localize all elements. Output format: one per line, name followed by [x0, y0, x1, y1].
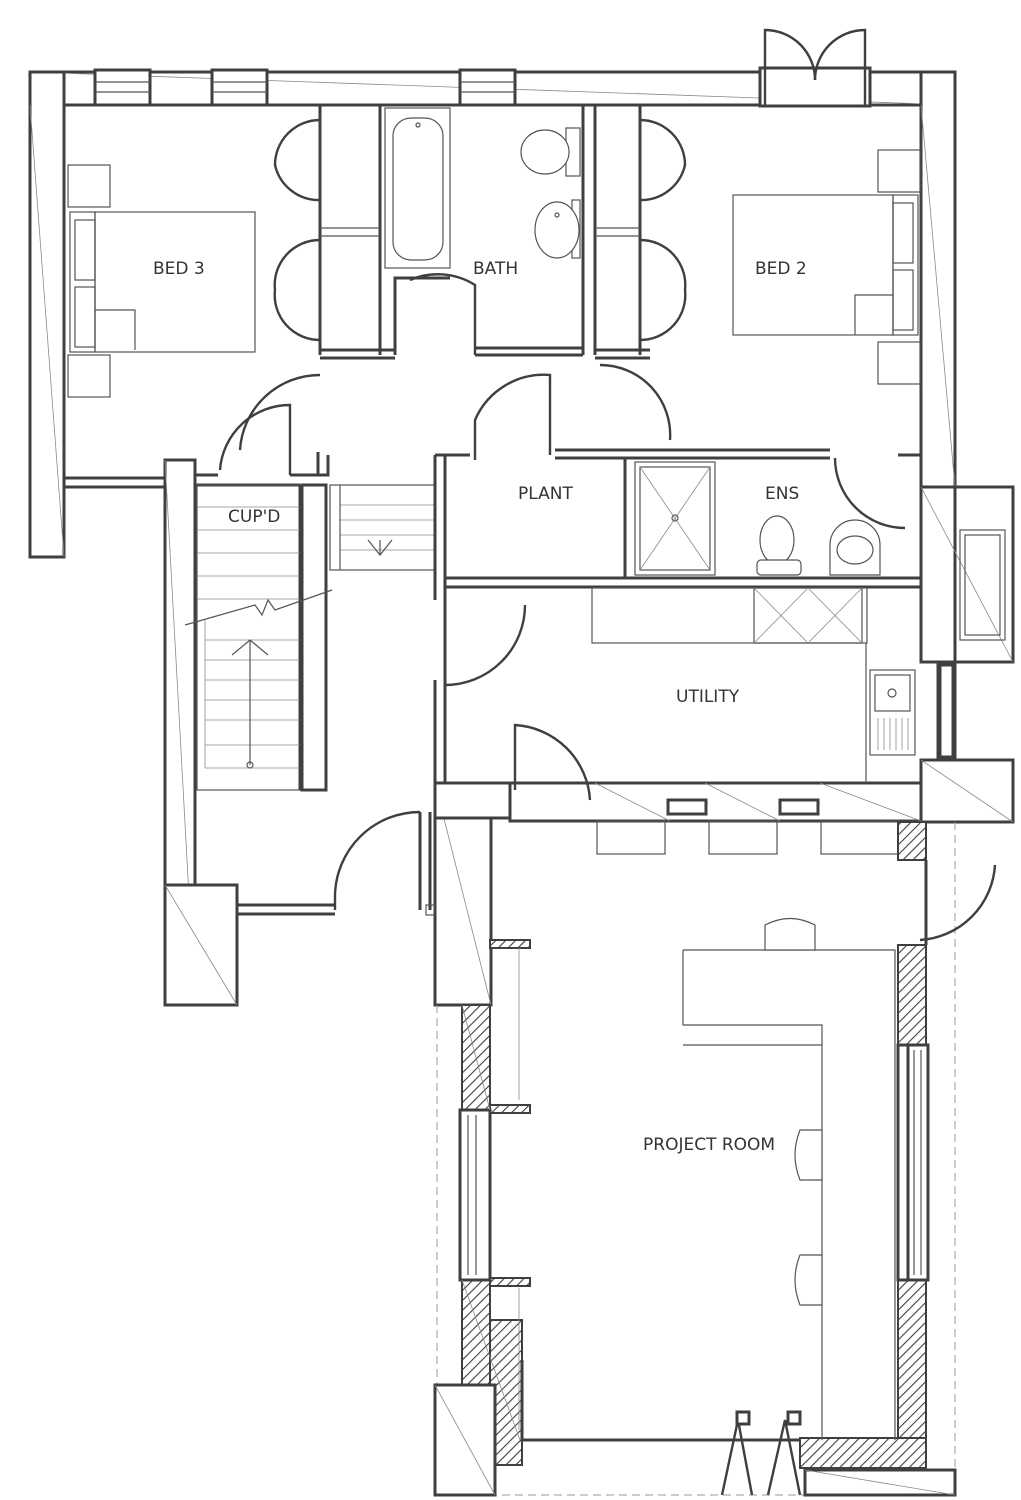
room-label-project-room: PROJECT ROOM	[643, 1135, 775, 1155]
project-room: PROJECT ROOM	[433, 821, 997, 1497]
room-label-bed2: BED 2	[755, 259, 807, 279]
room-label-bed3: BED 3	[153, 259, 205, 279]
top-windows	[93, 28, 872, 108]
stair-treads	[184, 506, 333, 769]
landing: CUP'D	[184, 373, 436, 792]
drainer-grooves	[877, 718, 909, 750]
desk-chair	[764, 917, 816, 951]
bed3-wardrobe	[273, 105, 395, 360]
bath-room: BATH	[384, 105, 585, 357]
bed3-room: BED 3	[67, 164, 256, 398]
room-label-plant: PLANT	[518, 484, 573, 504]
utility-room: UTILITY	[433, 587, 916, 855]
hall-door	[333, 810, 435, 916]
room-label-utility: UTILITY	[676, 687, 740, 707]
room-label-cupd: CUP'D	[228, 507, 280, 527]
plant-ens-block: PLANT ENS	[433, 373, 921, 600]
room-label-ens: ENS	[765, 484, 799, 504]
desk-chair	[794, 1254, 823, 1306]
room-label-bath: BATH	[473, 259, 518, 279]
right-windows	[938, 529, 1006, 759]
desk-chair	[794, 1129, 823, 1181]
bed2-room: BED 2	[593, 105, 921, 441]
